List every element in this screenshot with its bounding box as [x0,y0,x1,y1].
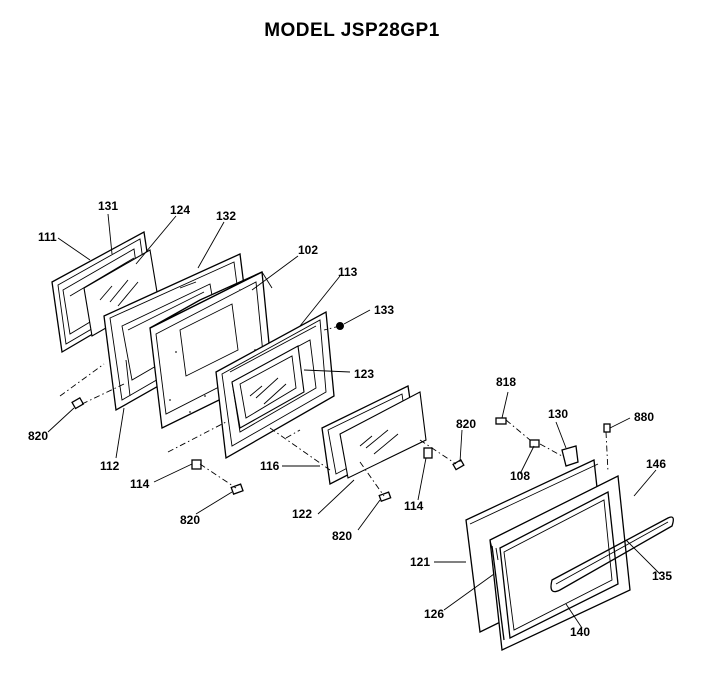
part-820-screw-a [71,397,85,410]
label-114-a: 114 [130,477,150,491]
label-122: 122 [292,507,312,521]
part-140-door-frame [489,474,631,651]
part-108-washer [529,439,540,448]
part-146-door-handle [550,516,674,593]
label-820-d: 820 [456,417,476,431]
part-820-screw-b [230,483,244,495]
part-820-screw-d [452,459,465,471]
label-820-b: 820 [180,513,200,527]
part-123-window-glass [231,345,305,429]
label-124: 124 [170,203,190,217]
part-818-screw [495,417,507,425]
label-113: 113 [338,265,358,279]
part-880-screw [603,423,611,433]
label-133: 133 [374,303,394,317]
label-818: 818 [496,375,516,389]
part-102-insulation-box [149,270,273,429]
label-140: 140 [570,625,590,639]
page-title: MODEL JSP28GP1 [264,20,440,41]
part-122-inner-glass [339,391,427,479]
part-114-spacer-b [423,447,433,459]
label-114-b: 114 [404,499,424,513]
label-123: 123 [354,367,374,381]
label-112: 112 [100,459,120,473]
label-130: 130 [548,407,568,421]
part-820-screw-c [378,491,392,503]
label-820-a: 820 [28,429,48,443]
label-820-c: 820 [332,529,352,543]
label-108: 108 [510,469,530,483]
label-111: 111 [38,230,57,244]
part-130-bracket [561,445,579,467]
label-102: 102 [298,243,318,257]
label-135: 135 [652,569,672,583]
label-146: 146 [646,457,666,471]
label-121: 121 [410,555,430,569]
label-880: 880 [634,410,654,424]
label-131: 131 [98,199,118,213]
label-116: 116 [260,459,280,473]
label-126: 126 [424,607,444,621]
label-132: 132 [216,209,236,223]
part-114-spacer-a [191,459,202,470]
